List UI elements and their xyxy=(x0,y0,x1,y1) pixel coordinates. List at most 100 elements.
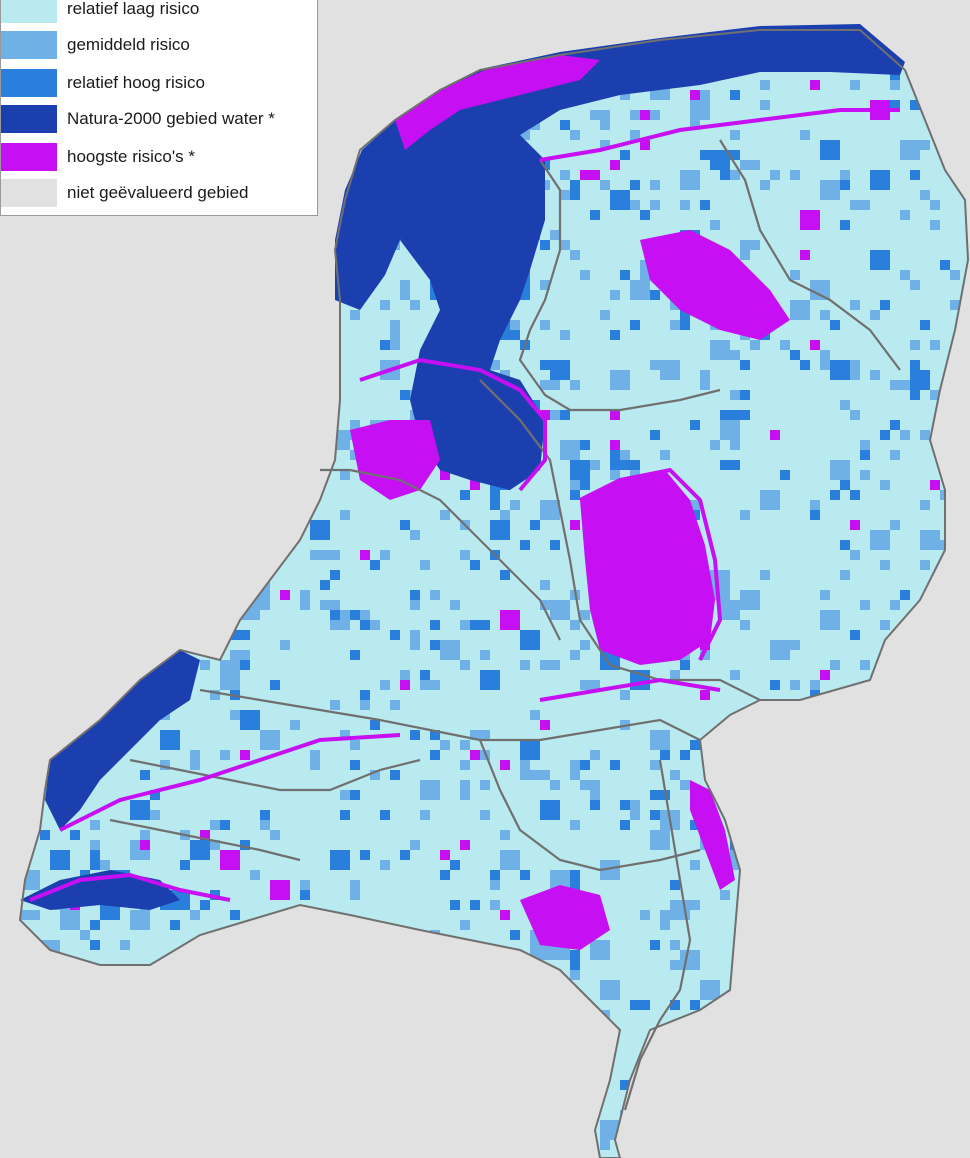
risk-cell xyxy=(60,1120,80,1140)
risk-cell xyxy=(940,720,950,730)
risk-cell xyxy=(430,680,440,690)
risk-cell xyxy=(890,70,900,80)
risk-cell xyxy=(20,420,30,430)
risk-cell xyxy=(660,1070,670,1080)
risk-cell xyxy=(590,780,600,790)
risk-cell xyxy=(930,220,940,230)
risk-cell xyxy=(810,960,820,970)
risk-cell xyxy=(450,860,460,870)
risk-cell xyxy=(320,930,330,940)
risk-cell xyxy=(250,490,260,500)
risk-cell xyxy=(670,670,680,680)
risk-cell xyxy=(630,800,640,810)
risk-cell xyxy=(850,360,860,370)
risk-cell xyxy=(750,160,760,170)
risk-cell xyxy=(580,170,590,180)
risk-cell xyxy=(330,190,340,200)
northeast-patch xyxy=(640,230,790,340)
risk-cell xyxy=(590,680,600,690)
risk-cell xyxy=(240,1100,260,1120)
risk-cell xyxy=(590,110,600,120)
risk-cell xyxy=(940,40,950,50)
risk-cell xyxy=(840,570,850,580)
risk-cell xyxy=(930,200,940,210)
risk-cell xyxy=(890,520,900,530)
risk-cell xyxy=(250,360,270,380)
risk-cell xyxy=(700,690,710,700)
risk-cell xyxy=(780,470,790,480)
risk-cell xyxy=(820,140,840,160)
risk-cell xyxy=(810,510,820,520)
risk-cell xyxy=(650,110,660,120)
risk-cell xyxy=(220,820,230,830)
risk-cell xyxy=(350,420,360,430)
risk-cell xyxy=(900,700,910,710)
risk-cell xyxy=(60,440,70,450)
risk-cell xyxy=(410,1080,420,1090)
risk-cell xyxy=(720,600,740,620)
risk-cell xyxy=(920,560,930,570)
risk-cell xyxy=(530,1090,540,1100)
risk-cell xyxy=(630,1000,640,1010)
risk-cell xyxy=(270,1100,280,1110)
risk-cell xyxy=(20,540,30,550)
risk-cell xyxy=(150,430,160,440)
risk-cell xyxy=(740,850,750,860)
risk-cell xyxy=(950,650,960,660)
risk-cell xyxy=(320,600,330,610)
risk-cell xyxy=(350,790,360,800)
risk-cell xyxy=(640,110,650,120)
risk-cell xyxy=(520,770,530,780)
risk-cell xyxy=(900,210,910,220)
risk-cell xyxy=(560,240,570,250)
risk-cell xyxy=(120,650,130,660)
risk-cell xyxy=(120,580,130,590)
risk-cell xyxy=(610,470,620,480)
risk-cell xyxy=(410,950,420,960)
risk-cell xyxy=(60,580,70,590)
risk-cell xyxy=(490,1100,500,1110)
risk-cell xyxy=(740,1130,750,1140)
risk-cell xyxy=(460,620,470,630)
legend-swatch-medium xyxy=(1,31,57,59)
risk-cell xyxy=(150,540,160,550)
risk-cell xyxy=(850,520,860,530)
risk-cell xyxy=(640,210,650,220)
risk-cell xyxy=(880,480,890,490)
risk-cell xyxy=(870,870,880,880)
risk-cell xyxy=(710,590,720,600)
risk-cell xyxy=(500,850,520,870)
risk-cell xyxy=(20,1010,30,1020)
risk-cell xyxy=(250,570,260,580)
risk-cell xyxy=(670,770,680,780)
risk-cell xyxy=(270,930,280,940)
risk-cell xyxy=(490,490,500,500)
risk-cell xyxy=(570,480,580,490)
risk-cell xyxy=(40,1000,50,1010)
risk-cell xyxy=(920,710,930,720)
risk-cell xyxy=(240,990,250,1000)
risk-cell xyxy=(260,1140,270,1150)
gooi-patch xyxy=(350,420,440,500)
risk-cell xyxy=(790,680,800,690)
risk-cell xyxy=(180,1020,190,1030)
risk-cell xyxy=(750,1130,760,1140)
risk-cell xyxy=(260,410,270,420)
risk-cell xyxy=(140,540,150,550)
risk-cell xyxy=(250,260,260,270)
risk-cell xyxy=(350,610,360,620)
risk-cell xyxy=(250,870,260,880)
risk-cell xyxy=(410,40,420,50)
risk-cell xyxy=(450,1110,470,1130)
risk-cell xyxy=(440,740,450,750)
risk-cell xyxy=(370,950,380,960)
risk-cell xyxy=(240,970,260,990)
risk-cell xyxy=(180,380,190,390)
risk-cell xyxy=(240,1090,250,1100)
risk-cell xyxy=(570,760,580,770)
risk-cell xyxy=(130,510,140,520)
risk-cell xyxy=(570,820,580,830)
risk-cell xyxy=(320,950,330,960)
risk-cell xyxy=(570,970,580,980)
risk-cell xyxy=(860,200,870,210)
